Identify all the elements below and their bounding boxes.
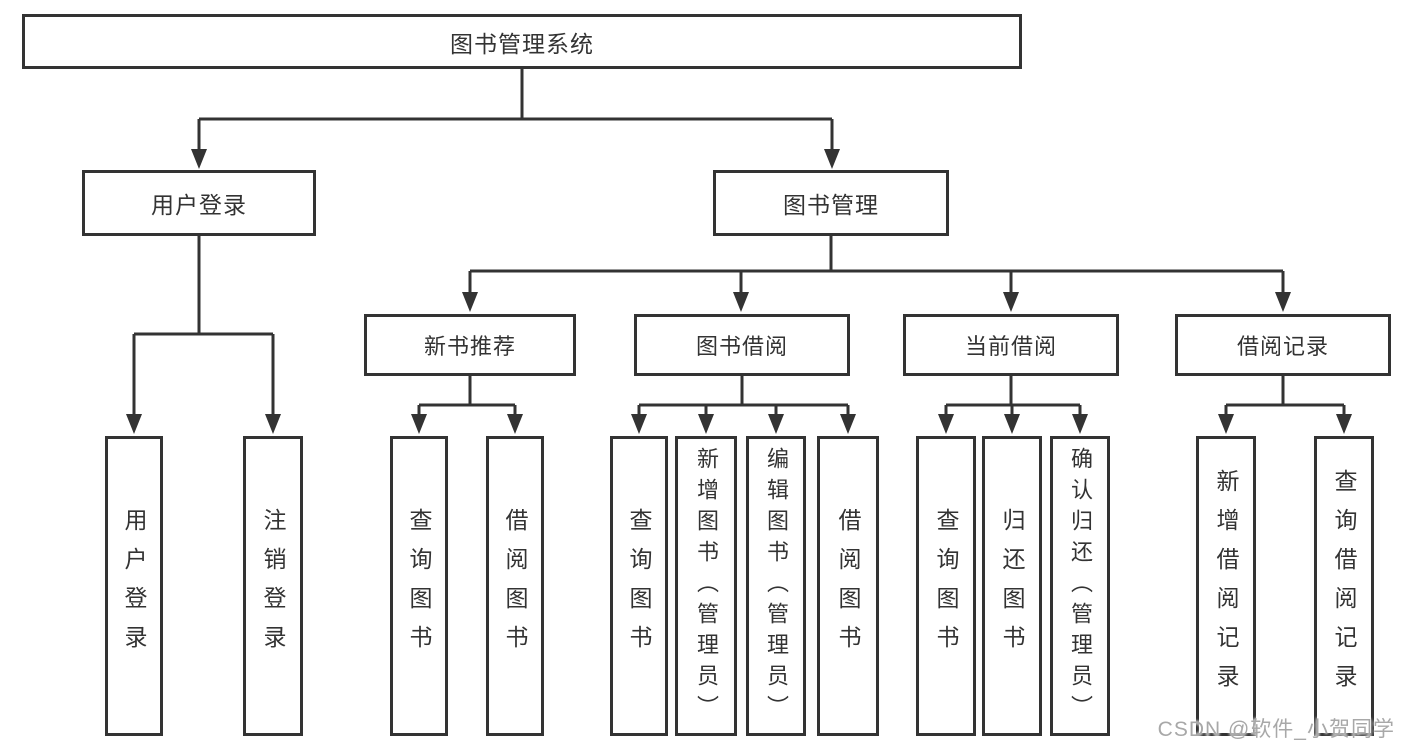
leaf-label: 查询图书 bbox=[933, 508, 959, 664]
leaf-return-books: 归还图书 bbox=[982, 436, 1042, 736]
leaf-query-books-recommend: 查询图书 bbox=[390, 436, 448, 736]
node-borrow-records: 借阅记录 bbox=[1175, 314, 1391, 376]
leaf-label: 归还图书 bbox=[999, 508, 1025, 664]
csdn-watermark: CSDN @软件_小贺同学 bbox=[1157, 718, 1395, 741]
node-label: 用户登录 bbox=[151, 192, 247, 218]
node-book-management: 图书管理 bbox=[713, 170, 949, 236]
leaf-label: 借阅图书 bbox=[502, 508, 528, 664]
node-label: 新书推荐 bbox=[423, 334, 516, 359]
leaf-query-borrow-record: 查询借阅记录 bbox=[1314, 436, 1374, 736]
leaf-label: 确认归还（管理员） bbox=[1068, 446, 1093, 726]
leaf-label: 查询借阅记录 bbox=[1331, 469, 1357, 703]
node-new-book-recommend: 新书推荐 bbox=[364, 314, 576, 376]
node-current-borrow: 当前借阅 bbox=[903, 314, 1119, 376]
leaf-add-borrow-record: 新增借阅记录 bbox=[1196, 436, 1256, 736]
leaf-query-books-borrow: 查询图书 bbox=[610, 436, 668, 736]
leaf-borrow-books-recommend: 借阅图书 bbox=[486, 436, 544, 736]
node-label: 借阅记录 bbox=[1236, 334, 1329, 359]
leaf-label: 新增借阅记录 bbox=[1213, 469, 1239, 703]
leaf-label: 注销登录 bbox=[260, 508, 286, 664]
leaf-label: 编辑图书（管理员） bbox=[764, 446, 789, 726]
leaf-borrow-books: 借阅图书 bbox=[817, 436, 879, 736]
leaf-edit-book-admin: 编辑图书（管理员） bbox=[746, 436, 806, 736]
leaf-label: 用户登录 bbox=[121, 508, 147, 664]
node-book-borrow: 图书借阅 bbox=[634, 314, 850, 376]
leaf-label: 新增图书（管理员） bbox=[694, 446, 719, 726]
node-user-login: 用户登录 bbox=[82, 170, 316, 236]
leaf-confirm-return-admin: 确认归还（管理员） bbox=[1050, 436, 1110, 736]
node-label: 图书借阅 bbox=[695, 334, 788, 359]
node-label: 图书管理 bbox=[783, 192, 879, 218]
leaf-logout: 注销登录 bbox=[243, 436, 303, 736]
leaf-label: 查询图书 bbox=[406, 508, 432, 664]
leaf-add-book-admin: 新增图书（管理员） bbox=[675, 436, 737, 736]
leaf-query-books-current: 查询图书 bbox=[916, 436, 976, 736]
leaf-user-login: 用户登录 bbox=[105, 436, 163, 736]
node-label: 图书管理系统 bbox=[450, 30, 594, 57]
leaf-label: 查询图书 bbox=[626, 508, 652, 664]
node-label: 当前借阅 bbox=[964, 334, 1057, 359]
leaf-label: 借阅图书 bbox=[835, 508, 861, 664]
node-library-management-system: 图书管理系统 bbox=[22, 14, 1022, 69]
